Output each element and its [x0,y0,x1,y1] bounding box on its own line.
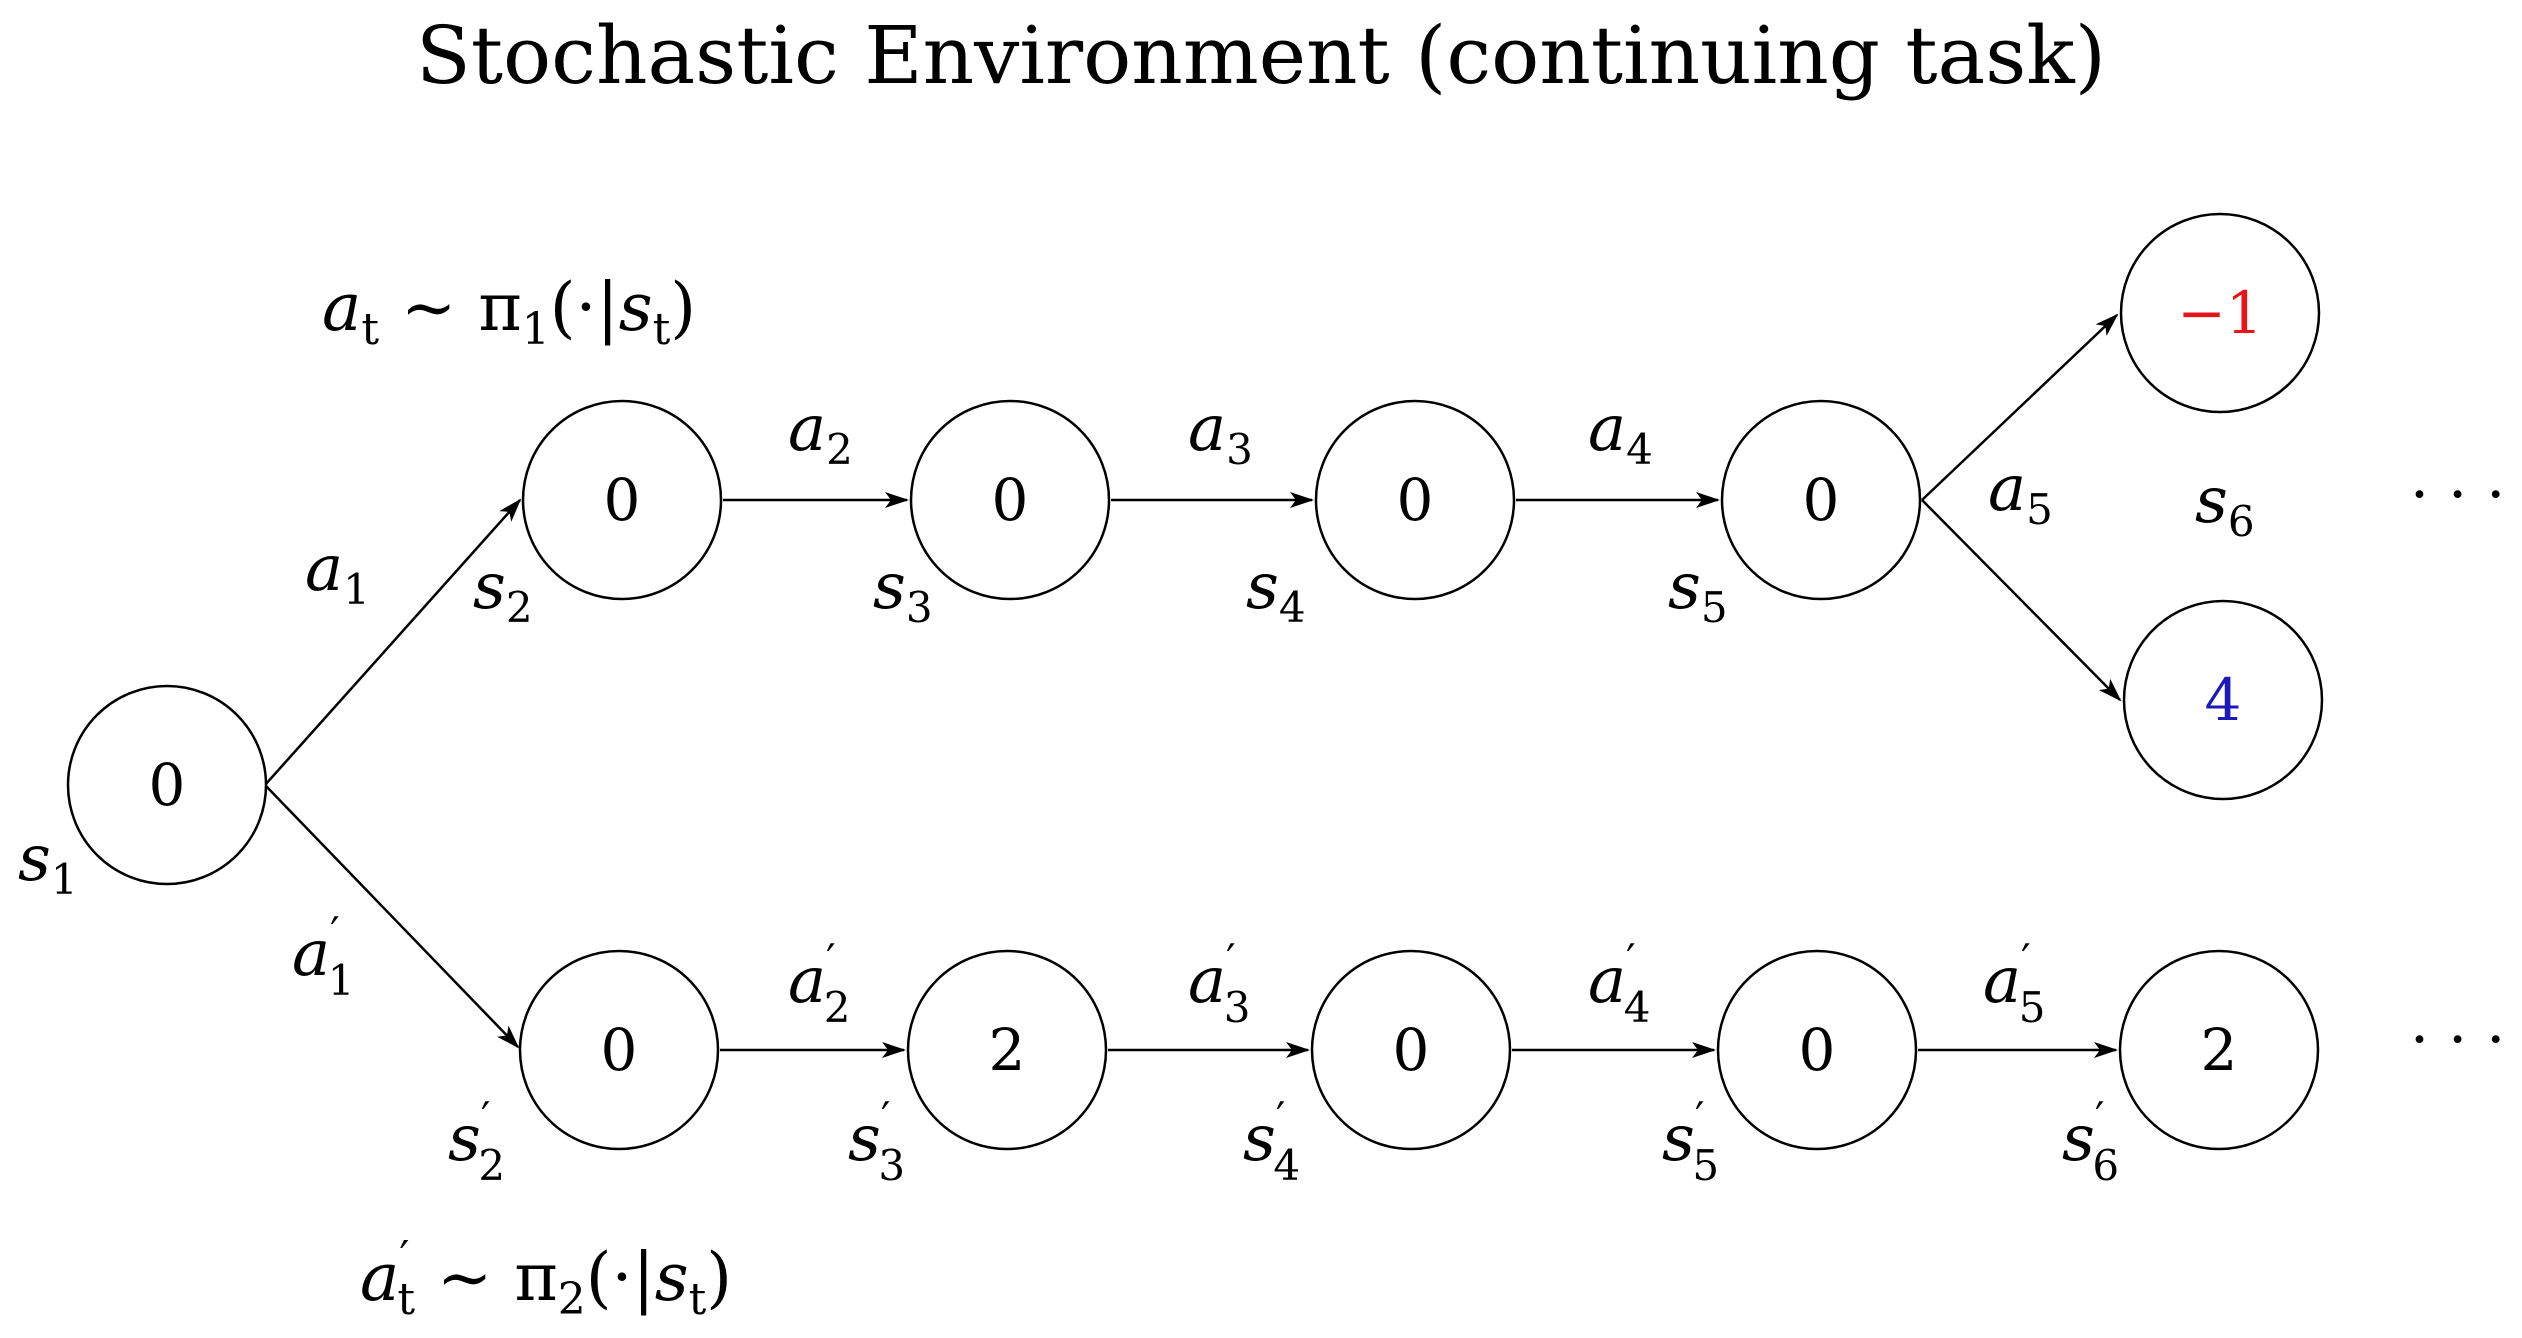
policy-top-label: at∼π1(·|st) [322,269,696,355]
label-a2p: a′2 [788,935,850,1032]
label-s2: s2 [473,550,533,632]
label-s6p: s′6 [2062,1093,2119,1190]
node-s6p-value: 2 [2201,1016,2238,1084]
node-s6-bottom-value: 4 [2205,666,2242,734]
node-s1 [66,684,268,886]
label-s5p: s′5 [1662,1093,1719,1190]
node-s2 [521,399,723,601]
label-s3: s3 [873,550,933,632]
node-s3p-value: 2 [989,1016,1026,1084]
label-a3p: a′3 [1188,935,1250,1032]
node-s3p [906,949,1108,1151]
label-a4p: a′4 [1588,935,1650,1032]
ellipsis-top: · · · [2410,460,2505,530]
node-s6-bottom [2122,599,2324,801]
label-a1p: a′1 [292,908,354,1005]
label-s3p: s′3 [848,1093,905,1190]
node-s1-value: 0 [149,751,186,819]
edge-s1-s2p [264,784,520,1049]
edge-s5-s6bottom [1921,499,2122,702]
node-s4-value: 0 [1397,466,1434,534]
node-s4 [1314,399,1516,601]
label-a3: a3 [1188,392,1253,474]
node-s2-value: 0 [604,466,641,534]
node-s5p [1716,949,1918,1151]
node-s5p-value: 0 [1799,1016,1836,1084]
node-s3 [909,399,1111,601]
label-s2p: s′2 [448,1093,505,1190]
label-a4: a4 [1588,392,1653,474]
label-s1: s1 [18,822,78,904]
label-s6: s6 [2195,464,2255,546]
node-s4p [1310,949,1512,1151]
node-s4p-value: 0 [1393,1016,1430,1084]
label-a2: a2 [788,392,853,474]
edge-s5-s6top [1921,313,2119,501]
node-s6p [2118,949,2320,1151]
label-a5p: a′5 [1983,935,2045,1032]
policy-bottom-label: a′t∼π2(·|st) [360,1232,732,1325]
node-s5 [1720,399,1922,601]
node-s6-top-value: −1 [2177,279,2263,347]
label-a5: a5 [1988,452,2053,534]
node-s6-top [2119,212,2321,414]
node-s3-value: 0 [992,466,1029,534]
diagram-title: Stochastic Environment (continuing task) [416,9,2106,102]
node-s2p-value: 0 [601,1016,638,1084]
label-s5: s5 [1668,550,1728,632]
label-a1: a1 [305,532,370,614]
node-s2p [518,949,720,1151]
node-s5-value: 0 [1803,466,1840,534]
label-s4: s4 [1246,550,1306,632]
label-s4p: s′4 [1243,1093,1300,1190]
ellipsis-bottom: · · · [2410,1005,2505,1075]
edge-s1-s2 [264,498,522,786]
